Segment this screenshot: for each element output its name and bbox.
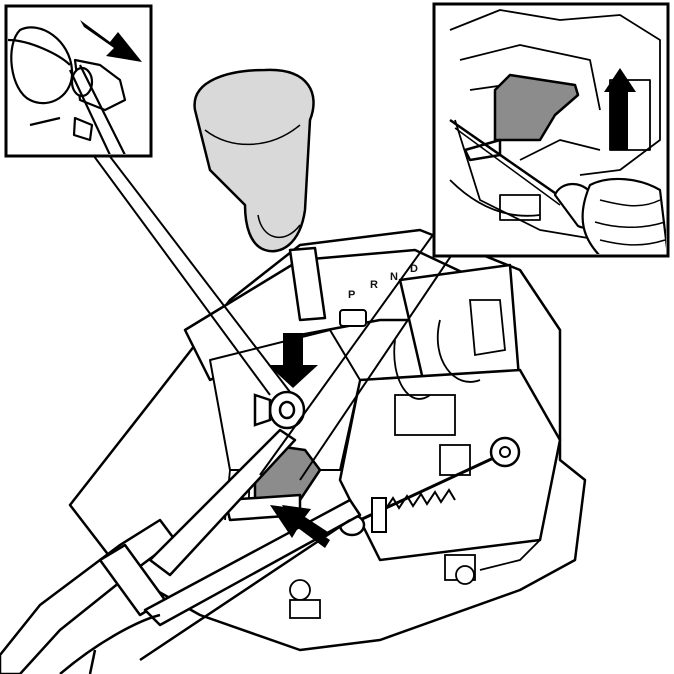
gear-knob-icon [193, 68, 327, 322]
direction-arrow-icon [80, 20, 142, 62]
callout-inset-left [4, 4, 153, 158]
gate-letter-d: D [410, 263, 418, 275]
hand-icon [581, 177, 666, 254]
detent-spring-rod [338, 436, 521, 537]
gate-letter-n: N [390, 271, 398, 283]
gate-letter-r: R [370, 279, 378, 291]
direction-arrow-icon [604, 68, 636, 150]
callout-inset-right [432, 2, 670, 258]
direction-arrow-icon [270, 505, 330, 548]
pivot-ball-joint [253, 390, 306, 430]
shift-lock-button [339, 309, 367, 327]
gate-letter-p: P [348, 289, 355, 301]
gear-gate-indicator: P R N D [339, 263, 418, 327]
direction-arrow-icon [268, 333, 318, 388]
